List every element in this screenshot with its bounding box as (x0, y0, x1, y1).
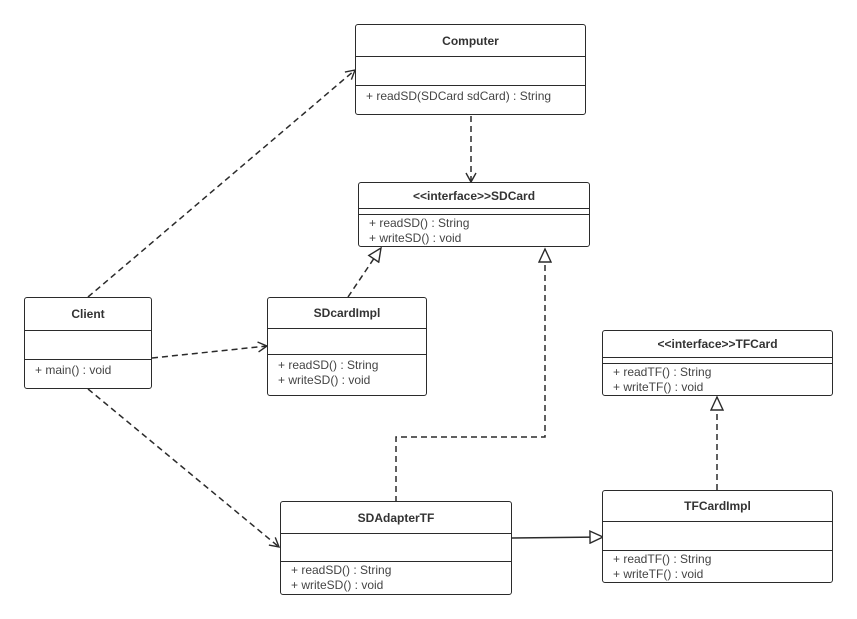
client-to-sdadaptertf-dependency (87, 388, 281, 548)
method-readSD: + readSD() : String (291, 563, 392, 577)
method-writeTF: + writeTF() : void (613, 380, 704, 394)
methods-section: + readSD() : String + writeSD() : void (281, 562, 511, 594)
attributes-section (359, 209, 589, 215)
class-sdcardimpl[interactable]: SDcardImpl + readSD() : String + writeSD… (267, 297, 427, 396)
class-name: Computer (356, 25, 585, 57)
client-to-computer-dependency (87, 69, 357, 298)
method-writeSD: + writeSD() : void (278, 373, 371, 387)
methods-section: + readSD() : String + writeSD() : void (359, 215, 589, 246)
class-sdcard-interface[interactable]: <<interface>>SDCard + readSD() : String … (358, 182, 590, 247)
method-readTF: + readTF() : String (613, 365, 712, 379)
method-readTF: + readTF() : String (613, 552, 712, 566)
class-tfcard-interface[interactable]: <<interface>>TFCard + readTF() : String … (602, 330, 833, 396)
method-main: + main() : void (35, 363, 112, 377)
attributes-section (603, 358, 832, 364)
method-writeSD: + writeSD() : void (291, 578, 384, 592)
attributes-section (268, 329, 426, 355)
class-computer[interactable]: Computer + readSD(SDCard sdCard) : Strin… (355, 24, 586, 115)
methods-section: + main() : void (25, 360, 151, 388)
class-sdadaptertf[interactable]: SDAdapterTF + readSD() : String + writeS… (280, 501, 512, 595)
attributes-section (356, 57, 585, 86)
method-writeTF: + writeTF() : void (613, 567, 704, 581)
class-name: Client (25, 298, 151, 331)
attributes-section (281, 534, 511, 562)
methods-section: + readSD() : String + writeSD() : void (268, 355, 426, 395)
sdadaptertf-extends-tfcardimpl (511, 537, 603, 538)
class-name: SDAdapterTF (281, 502, 511, 534)
class-client[interactable]: Client + main() : void (24, 297, 152, 389)
methods-section: + readSD(SDCard sdCard) : String (356, 86, 585, 114)
method-readSD: + readSD() : String (278, 358, 379, 372)
class-name: <<interface>>SDCard (359, 183, 589, 210)
attributes-section (603, 522, 832, 551)
method-readSD: + readSD() : String (369, 216, 470, 230)
method-readSD: + readSD(SDCard sdCard) : String (366, 89, 552, 103)
method-writeSD: + writeSD() : void (369, 231, 462, 245)
class-name: <<interface>>TFCard (603, 331, 832, 358)
methods-section: + readTF() : String + writeTF() : void (603, 364, 832, 395)
class-tfcardimpl[interactable]: TFCardImpl + readTF() : String + writeTF… (602, 490, 833, 583)
class-name: SDcardImpl (268, 298, 426, 329)
client-to-sdcardimpl-dependency (151, 341, 269, 359)
class-name: TFCardImpl (603, 491, 832, 523)
methods-section: + readTF() : String + writeTF() : void (603, 551, 832, 582)
attributes-section (25, 331, 151, 360)
sdcardimpl-realizes-sdcard (347, 248, 381, 298)
